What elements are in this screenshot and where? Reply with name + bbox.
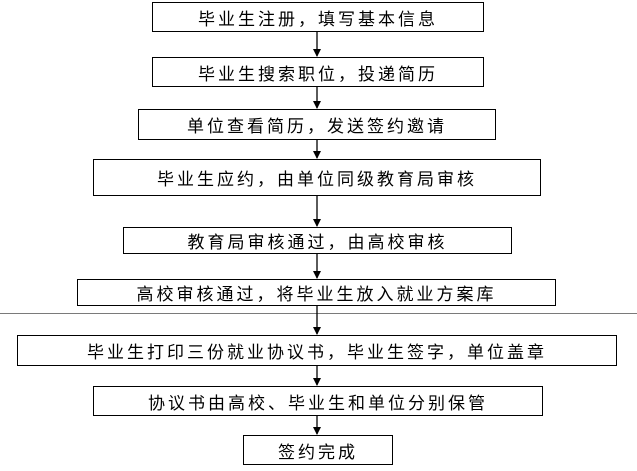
flow-step-search-jobs-label: 毕业生搜索职位，投递简历 [198,64,438,85]
flow-step-search-jobs: 毕业生搜索职位，投递简历 [152,57,484,87]
flow-step-accept-offer: 毕业生应约，由单位同级教育局审核 [93,159,541,196]
flow-step-education-bureau-approval-label: 教育局审核通过，由高校审核 [187,233,448,253]
flow-step-complete: 签约完成 [243,435,393,465]
flow-step-accept-offer-label: 毕业生应约，由单位同级教育局审核 [157,170,477,190]
flow-step-employer-invite: 单位查看简历，发送签约邀请 [138,109,496,140]
flow-step-print-agreement: 毕业生打印三份就业协议书，毕业生签字，单位盖章 [17,335,617,366]
flow-step-complete-label: 签约完成 [278,442,358,463]
flow-step-education-bureau-approval: 教育局审核通过，由高校审核 [123,227,512,254]
flow-step-register: 毕业生注册，填写基本信息 [152,2,484,32]
flow-step-keep-copies: 协议书由高校、毕业生和单位分别保管 [93,386,543,416]
flow-step-employer-invite-label: 单位查看简历，发送签约邀请 [187,117,447,137]
flow-step-university-approval: 高校审核通过，将毕业生放入就业方案库 [77,279,556,306]
flow-step-keep-copies-label: 协议书由高校、毕业生和单位分别保管 [148,393,488,414]
flow-step-register-label: 毕业生注册，填写基本信息 [198,9,438,30]
flow-step-university-approval-label: 高校审核通过，将毕业生放入就业方案库 [136,285,497,305]
divider-line [0,313,637,314]
flow-step-print-agreement-label: 毕业生打印三份就业协议书，毕业生签字，单位盖章 [87,343,547,363]
